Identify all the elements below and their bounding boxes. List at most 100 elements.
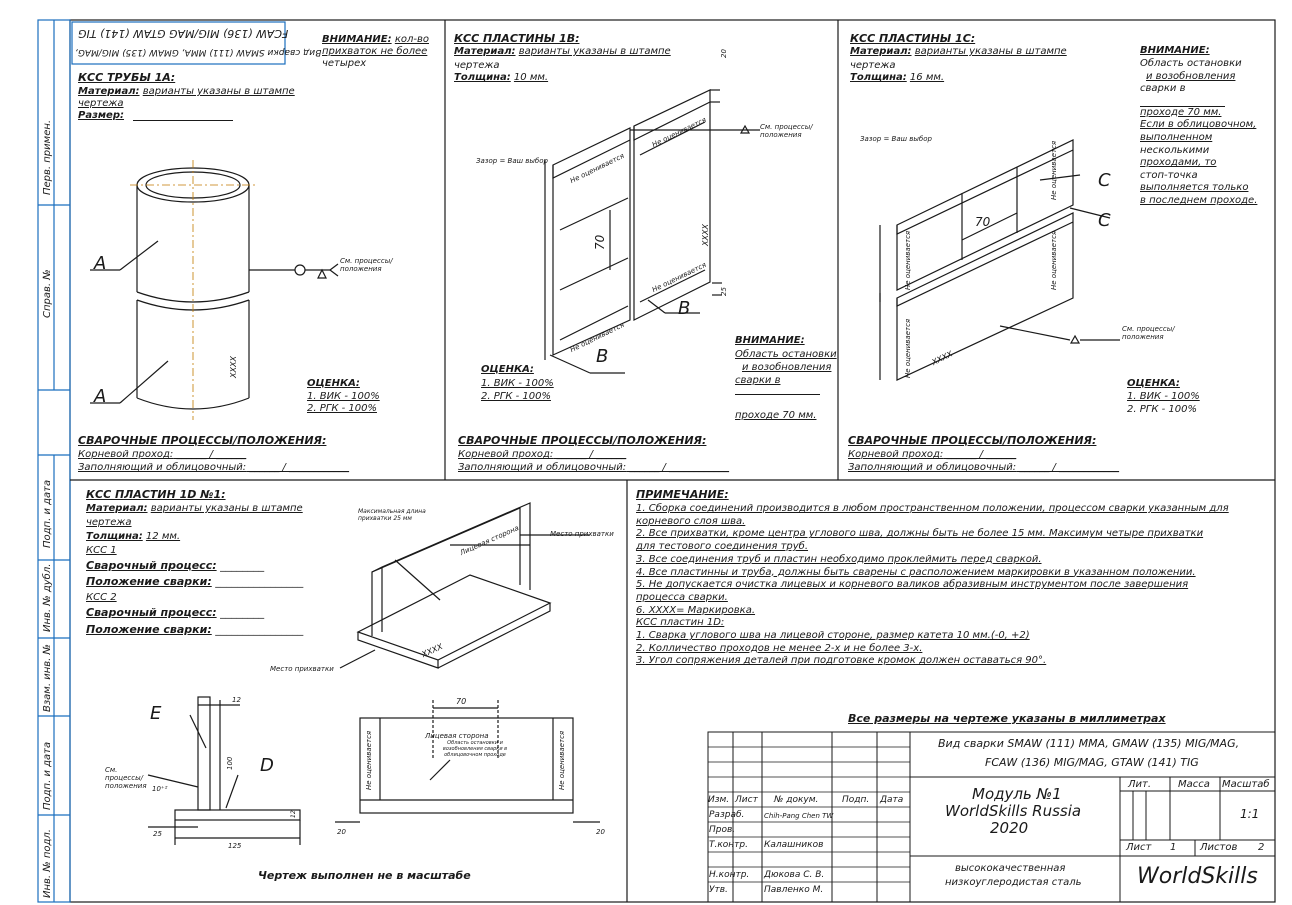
plate1b-label-b-upper: B [678,298,691,319]
plate1c-warn-text: Область остановки и возобновления сварки… [1140,58,1265,208]
tb-hdr-list: Лист [735,795,758,805]
plate1b-warn-4: проходе 70 мм. [735,410,817,421]
side-strip-label-1: Перв. примен. [42,119,53,195]
plate1d-proc2: Сварочный процесс: ________ [86,606,265,619]
stamp-mirrored-line1: FCAW (136) MIG/MAG GTAW (141) TIG [78,27,289,40]
tb-role-ncontrol: Н.контр. [709,870,750,880]
plate1b-thickness: Толщина: 10 мм. [454,72,549,83]
pipe-material: Материал: варианты указаны в штампе [78,86,295,97]
plate1d-tack-label-2: Место прихватки [270,665,334,673]
plate1c-warn-line: выполненном [1140,131,1213,143]
note-line: 3. Угол сопряжения деталей при подготовк… [636,655,1047,667]
plate1d-no-eval-left: Не оценивается [365,730,373,790]
plate1d-dim-25: 25 [153,830,162,838]
plate1c-fill-pass: Заполняющий и облицовочный: ______ / ___… [848,462,1120,473]
tb-name-approve: Павленко М. [764,885,824,895]
tb-weld-type-2: FCAW (136) MIG/MAG, GTAW (141) TIG [985,756,1199,769]
plate-1b-drawing [544,89,760,374]
plate1c-warn-line: Если в облицовочном, [1140,119,1257,131]
plate1b-eval-title: ОЦЕНКА: [481,364,534,375]
plate1c-label-c-upper: C [1098,170,1111,191]
side-strip-label-2: Справ. № [42,269,53,318]
plate1d-dim-100: 100 [226,756,234,770]
tb-name-tcontrol: Калашников [764,840,824,850]
plate1c-no-eval-3: Не оценивается [904,230,912,290]
plate1d-dim-12-top: 12 [232,696,241,704]
plate1c-proc-title: СВАРОЧНЫЕ ПРОЦЕССЫ/ПОЛОЖЕНИЯ: [848,434,1097,447]
pipe-marking: XXXX [229,356,238,378]
tack-warning-line3: четырех [322,58,367,69]
plate1b-material-line2: чертежа [454,60,500,71]
plate1c-warn-rule [1140,96,1225,107]
tb-sheets-label: Листов [1200,842,1238,853]
plate1d-dim-20-left: 20 [337,828,346,836]
pipe-size-field [133,110,233,121]
plate1c-label-c-lower: C [1098,210,1111,231]
plate1c-warn-line: и возобновления [1146,70,1236,82]
pipe-drawing [90,160,339,420]
tb-role-approve: Утв. [709,885,728,895]
plate1d-kss1: КСС 1 [86,545,117,556]
plate1c-warn-line: стоп-точка [1140,169,1198,181]
note-line: 5. Не допускается очистка лицевых и корн… [636,579,1189,591]
plate1b-eval-1: 1. ВИК - 100% [481,378,554,389]
plate1b-warn-title: ВНИМАНИЕ: [735,335,805,346]
plate1b-dim-70: 70 [593,234,607,250]
pipe-eval-title: ОЦЕНКА: [307,378,360,389]
plate1b-label-b-lower: B [596,346,609,367]
not-to-scale-note: Чертеж выполнен не в масштабе [258,869,471,882]
plate1d-dim-70: 70 [456,697,467,706]
plate1d-label-d: D [260,755,274,776]
note-line: КСС пластин 1D: [636,617,725,629]
plate1c-root-pass: Корневой проход: ______ / ______ [848,449,1017,460]
tack-warning-line2: прихваток не более [322,46,428,57]
side-strip-label-6: Подп. и дата [42,741,53,810]
plate1c-thickness: Толщина: 16 мм. [850,72,945,83]
side-strip-label-7: Инв. № подл. [42,829,53,898]
plate1b-warn-3: сварки в [735,375,781,386]
plate-1c-drawing [879,139,1120,381]
plate1d-see-processes: См. процессы/ положения [105,766,147,790]
note-line: 6. XXXX= Маркировка. [636,604,756,616]
pipe-title: КСС ТРУБЫ 1А: [78,71,176,84]
tb-name-dev: Chih-Pang Chen TW [764,812,834,820]
plate1b-root-pass: Корневой проход: ______ / ______ [458,449,627,460]
tb-module-1: Модуль №1 [972,785,1062,803]
plate1d-stop-area: Область остановки и возобновления сварки… [442,740,508,758]
plate1b-fill-pass: Заполняющий и облицовочный: ______ / ___… [458,462,730,473]
side-strip-label-4: Инв. № дубл. [42,563,53,632]
tb-module-3: 2020 [990,819,1029,837]
plate1c-warn-line: в последнем проходе. [1140,194,1258,206]
tb-module-2: WorldSkills Russia [945,802,1082,820]
plate1c-warn-line: выполняется только [1140,182,1249,194]
tb-weld-type-1: Вид сварки SMAW (111) MMA, GMAW (135) MI… [938,737,1240,750]
plate1b-dim-25: 25 [720,287,728,296]
plate1c-no-eval-1: Не оценивается [1050,140,1058,200]
plate1c-see-processes: См. процессы/ положения [1122,325,1175,341]
plate1d-face-line: Лицевая сторона [425,732,489,740]
tb-role-tcontrol: Т.контр. [709,840,749,850]
tb-mass: Масса [1178,779,1210,790]
plate1d-pos2: Положение сварки: ________________ [86,623,304,636]
plate1c-warn-title: ВНИМАНИЕ: [1140,45,1210,56]
plate1d-no-eval-right: Не оценивается [558,730,566,790]
tb-sheet-label: Лист [1126,842,1152,853]
plate1b-title: КСС ПЛАСТИНЫ 1В: [454,32,580,45]
plate1d-pos1: Положение сварки: ________________ [86,575,304,588]
tb-hdr-doc: № докум. [774,795,819,805]
plate1d-label-e: E [150,703,162,724]
plate1b-eval-2: 2. РГК - 100% [481,391,551,402]
pipe-eval-1: 1. ВИК - 100% [307,391,380,402]
tb-hdr-date: Дата [880,795,904,805]
plate1c-warn-line: Область остановки [1140,58,1242,69]
plate1b-proc-title: СВАРОЧНЫЕ ПРОЦЕССЫ/ПОЛОЖЕНИЯ: [458,434,707,447]
plate1d-angle: 10⁺² [152,785,168,793]
tb-hdr-sign: Подп. [842,795,870,805]
plate1d-proc1: Сварочный процесс: ________ [86,559,265,572]
plate1b-gap: Зазор = Ваш выбор [476,157,548,165]
pipe-proc-title: СВАРОЧНЫЕ ПРОЦЕССЫ/ПОЛОЖЕНИЯ: [78,434,327,447]
plate1b-warn-rule [735,394,820,395]
tb-sheet-value: 1 [1170,842,1177,853]
